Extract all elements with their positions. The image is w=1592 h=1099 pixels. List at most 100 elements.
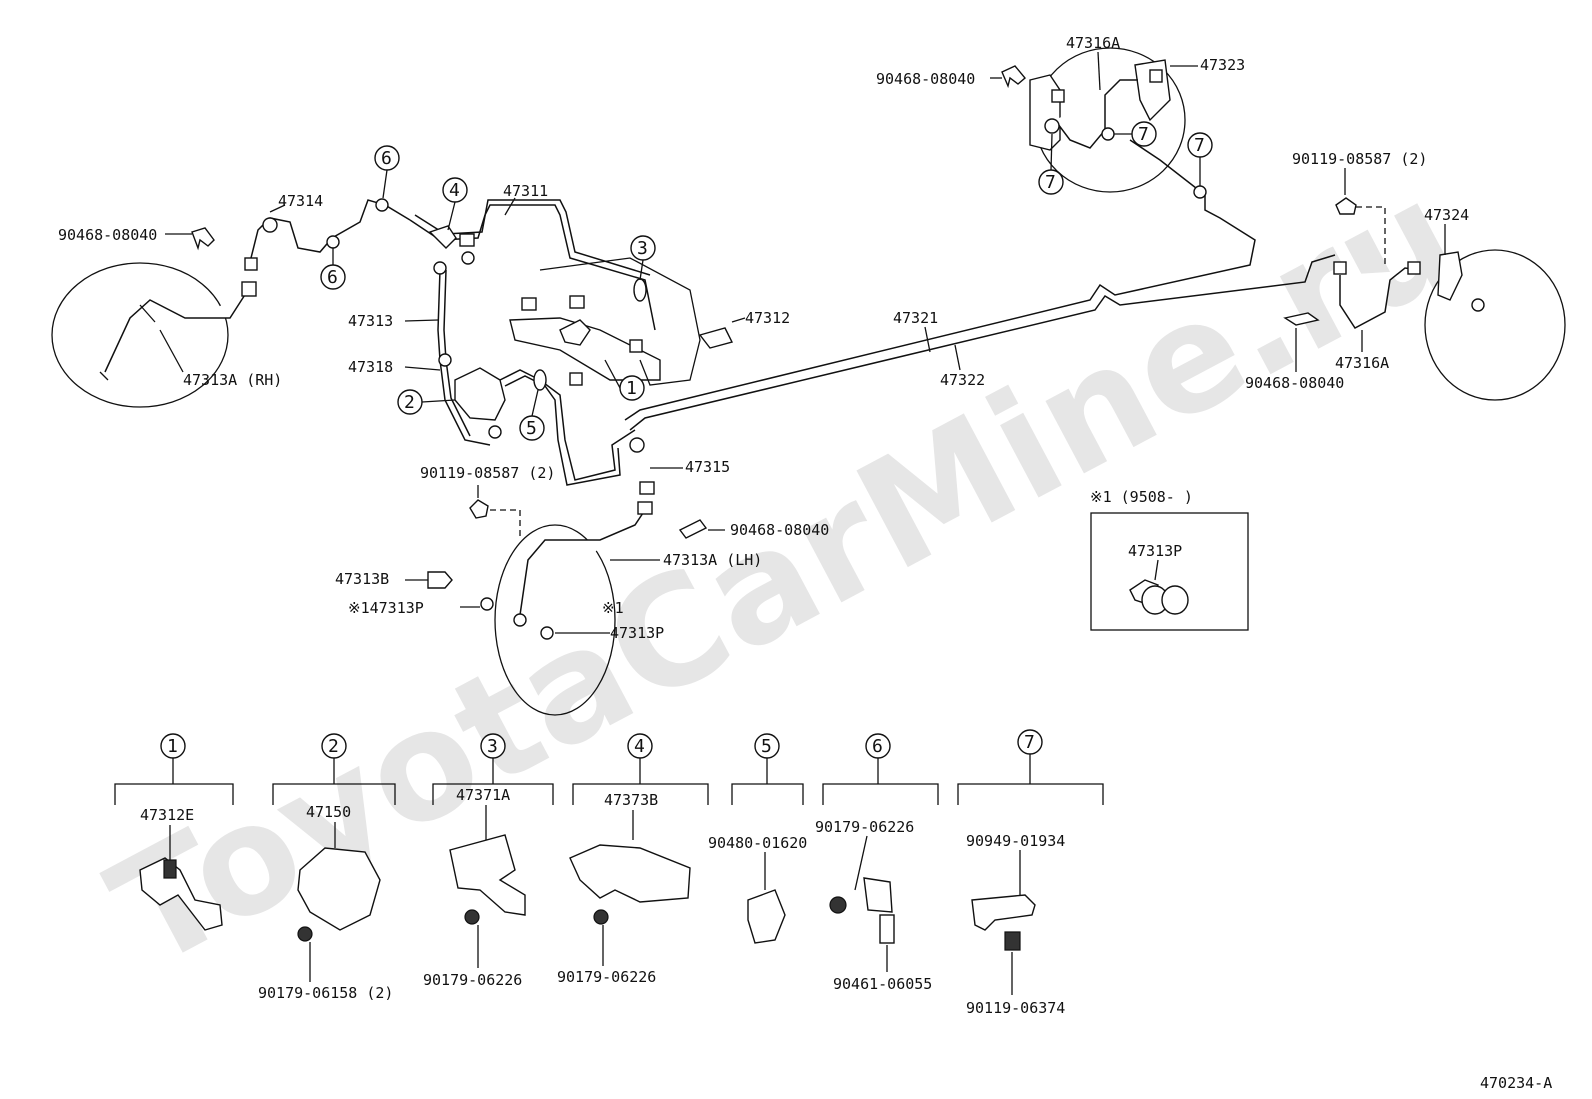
- hose-rh-label: 47313A (RH): [183, 371, 282, 389]
- group-7-main-label: 90949-01934: [966, 832, 1065, 850]
- master-cylinder-assembly: 47311 47312 47313 47318 47315: [348, 182, 790, 495]
- group-7-bracket: [957, 783, 1104, 805]
- lh-brake-disc: [494, 524, 616, 716]
- hose-lh-label: 47313A (LH): [663, 551, 762, 569]
- group-6-bracket: [822, 783, 939, 805]
- inset-title: ※1 (9508- ): [1090, 488, 1193, 506]
- group-3-bracket: [432, 783, 554, 805]
- group-3-sub-label: 90179-06226: [423, 971, 522, 989]
- clip-d-label: 90468-08040: [1245, 374, 1344, 392]
- bolt-47313b-label: 47313B: [335, 570, 389, 588]
- group-6-sub-label: 90461-06055: [833, 975, 932, 993]
- note-mark-label: ※1: [602, 599, 624, 617]
- group-3-main-label: 47371A: [456, 786, 510, 804]
- gasket-47313p-label: 47313P: [610, 624, 664, 642]
- pipe-47322-label: 47322: [940, 371, 985, 389]
- group-1-main-label: 47312E: [140, 806, 194, 824]
- hose-47316a-top-label: 47316A: [1066, 34, 1120, 52]
- svg-text:7: 7: [1138, 124, 1149, 145]
- svg-text:4: 4: [449, 180, 460, 201]
- svg-text:3: 3: [487, 736, 498, 757]
- group-5-bracket: [731, 783, 804, 805]
- group-4-sub-label: 90179-06226: [557, 968, 656, 986]
- svg-text:5: 5: [761, 736, 772, 757]
- front-lh-brake-assembly: 90119-08587 (2) 90468-08040 47313A (LH) …: [335, 464, 829, 716]
- rear-top-hose: [1054, 79, 1138, 149]
- svg-text:2: 2: [328, 736, 339, 757]
- pipe-47318-label: 47318: [348, 358, 393, 376]
- group-2-sub-label: 90179-06158 (2): [258, 984, 393, 1002]
- pipe-47315-line: [499, 369, 636, 481]
- rh-brake-disc: [51, 262, 229, 408]
- svg-text:6: 6: [872, 736, 883, 757]
- pipe-47313-label: 47313: [348, 312, 393, 330]
- group-2-part-shape: [297, 847, 381, 931]
- svg-text:6: 6: [381, 148, 392, 169]
- svg-text:5: 5: [526, 418, 537, 439]
- svg-text:2: 2: [404, 392, 415, 413]
- diagram-id: 470234-A: [1480, 1074, 1552, 1092]
- group-1-bracket: [114, 783, 234, 805]
- rh-flex-hose: [104, 289, 249, 373]
- clip-b-label: 90468-08040: [730, 521, 829, 539]
- watermark: ToyotaCarMine.ru: [85, 148, 1484, 1002]
- rear-right-hose: [1339, 267, 1421, 329]
- front-rh-brake-assembly: 90468-08040 47314 47313A (RH): [51, 192, 411, 408]
- pipe-47313-line: [437, 269, 491, 446]
- group-6-main-label: 90179-06226: [815, 818, 914, 836]
- clip-a-label: 90468-08040: [58, 226, 157, 244]
- group-4-part-shape: [569, 844, 691, 903]
- proportioning-valve-2: [454, 367, 506, 421]
- pipe-47311-label: 47311: [503, 182, 548, 200]
- pipe-47322-line: [629, 254, 1336, 431]
- pipe-47312-label: 47312: [745, 309, 790, 327]
- rh-hose-fitting: [241, 281, 257, 297]
- bolt-08587-a-icon: [469, 499, 489, 519]
- svg-text:4: 4: [634, 736, 645, 757]
- inset-gasket-box: ※1 (9508- ) 47313P: [1090, 488, 1249, 631]
- tee-fitting-1: [559, 319, 591, 346]
- group-6-part-shape: [863, 877, 893, 913]
- detail-group-2: 2 47150 90179-06158 (2): [258, 733, 396, 1002]
- svg-text:7: 7: [1024, 732, 1035, 753]
- group-2-main-label: 47150: [306, 803, 351, 821]
- clip-c-label: 90468-08040: [876, 70, 975, 88]
- rear-top-brake-assembly: 90468-08040 47316A 47323: [876, 34, 1245, 199]
- group-2-bracket: [272, 783, 396, 805]
- bolt-47313b-icon: [427, 571, 453, 589]
- svg-text:1: 1: [167, 736, 178, 757]
- group-7-sub-label: 90119-06374: [966, 999, 1065, 1017]
- inset-part-label: 47313P: [1128, 542, 1182, 560]
- rear-right-brake-assembly: 90119-08587 (2) 47324 90468-08040 47316A: [1245, 150, 1566, 401]
- group-5-main-label: 90480-01620: [708, 834, 807, 852]
- svg-text:6: 6: [327, 267, 338, 288]
- bracket-47323-label: 47323: [1200, 56, 1245, 74]
- bolt-08587-b-label: 90119-08587 (2): [1292, 150, 1427, 168]
- hose-47316a-right-label: 47316A: [1335, 354, 1389, 372]
- detail-group-7: 7 90949-01934 90119-06374: [957, 729, 1104, 1017]
- rear-top-bracket: [1029, 74, 1061, 151]
- clip-a-icon: [191, 227, 215, 251]
- bolt-08587-a-label: 90119-08587 (2): [420, 464, 555, 482]
- group-7-part-shape: [971, 894, 1036, 931]
- detail-group-5: 5 90480-01620: [708, 733, 807, 944]
- lh-flex-hose: [519, 509, 646, 616]
- fitting-4: [428, 225, 457, 249]
- clip-d-icon: [1283, 312, 1320, 326]
- pipe-47314-label: 47314: [278, 192, 323, 210]
- bracket-47324-label: 47324: [1424, 206, 1469, 224]
- svg-text:1: 1: [626, 378, 637, 399]
- group-4-bracket: [572, 783, 709, 805]
- clip-c-icon: [1001, 65, 1026, 89]
- svg-text:7: 7: [1045, 172, 1056, 193]
- detail-group-6: 6 90179-06226 90461-06055: [815, 733, 939, 993]
- pipe-47311-line: [409, 204, 656, 331]
- detail-group-3: 3 47371A 90179-06226: [423, 733, 554, 989]
- svg-text:3: 3: [637, 238, 648, 259]
- group-5-part-shape: [747, 889, 786, 944]
- callout-markers: 6 6 4 3 1 2 5 7 7 7: [320, 121, 1213, 441]
- clip-b-icon: [678, 519, 708, 539]
- group-3-part-shape: [449, 834, 526, 916]
- inset-frame: [1090, 512, 1249, 631]
